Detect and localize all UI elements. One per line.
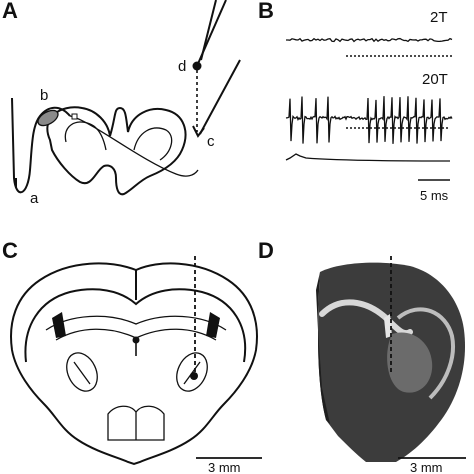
dorsal-root-ganglion [37, 109, 59, 127]
label-c: c [207, 133, 215, 150]
trace-label-20t: 20T [422, 71, 448, 88]
label-a: a [30, 190, 39, 207]
hypothalamus-outline [107, 405, 165, 441]
panel-d: D 3 mm [258, 238, 466, 474]
capsule-stripe-left [73, 361, 91, 385]
recording-electrode-shaft-2 [200, 0, 217, 61]
slice-dark-edge [316, 272, 330, 424]
panel-a: A a b c d [2, 0, 241, 207]
grey-matter-outline [64, 121, 173, 161]
slice-striatum [387, 332, 433, 393]
trace-label-2t: 2T [430, 9, 448, 26]
panel-a-label: A [2, 0, 18, 23]
stimulating-electrode-c [199, 59, 241, 135]
cortex-inner-contour [24, 288, 247, 363]
spinal-cord-outline [46, 106, 187, 196]
panel-b-label: B [258, 0, 274, 23]
brain-section-outline [10, 262, 258, 466]
recording-site-marker [190, 372, 198, 380]
panel-c: C 3 mm [2, 238, 262, 474]
fiber-marker [71, 113, 78, 120]
scale-bar-d-label: 3 mm [410, 460, 443, 474]
trace-20t [285, 96, 453, 144]
lateral-ventricle-left [52, 312, 66, 338]
corpus-callosum [45, 315, 227, 331]
afferent-fiber [69, 115, 199, 177]
electrode-arrowhead [192, 125, 205, 138]
panel-c-label: C [2, 238, 18, 263]
dorsal-root [11, 97, 71, 193]
trace-2t [286, 37, 453, 43]
internal-capsule-left [66, 352, 98, 392]
label-d: d [178, 58, 186, 75]
label-b: b [40, 87, 48, 104]
panel-d-label: D [258, 238, 274, 263]
stimulus-trace [285, 153, 451, 162]
internal-capsule-right [176, 352, 208, 392]
lateral-ventricle-right [206, 312, 220, 338]
slice-white-matter-band [396, 307, 455, 400]
slice-ventricle [384, 314, 392, 338]
panel-b: B 2T 20T 5 ms [258, 0, 453, 203]
scale-bar-5ms-label: 5 ms [420, 188, 449, 203]
scale-bar-c-label: 3 mm [208, 460, 241, 474]
electrode-tip [192, 61, 202, 71]
